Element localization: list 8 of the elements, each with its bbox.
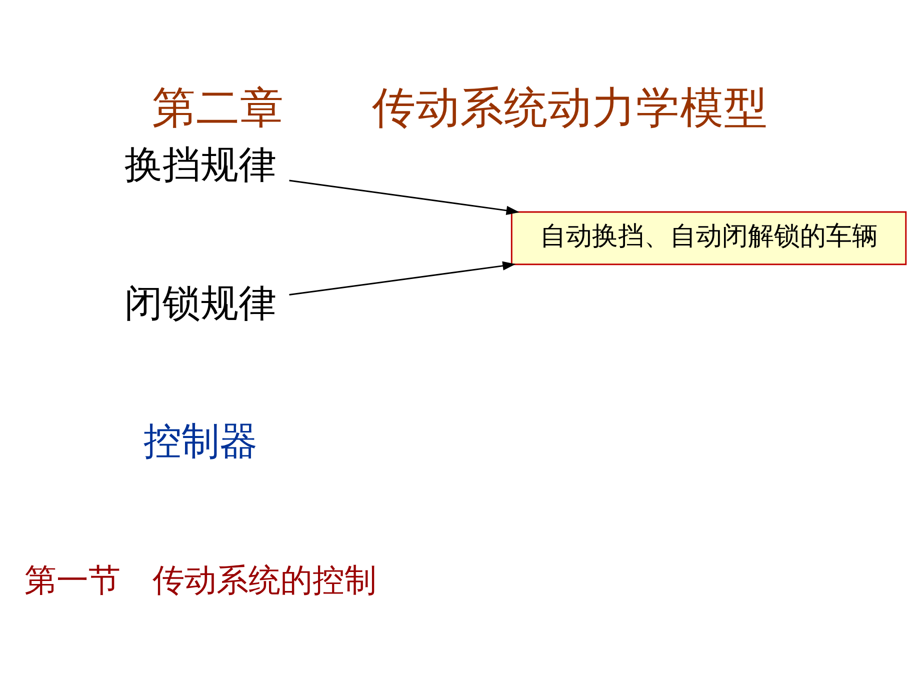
label: 第一节 传动系统的控制 xyxy=(24,560,376,599)
arrow xyxy=(289,260,516,295)
node-text: 换挡规律 xyxy=(124,142,276,186)
arrow xyxy=(289,179,520,214)
diagram-title: 第二章 传动系统动力学模型 xyxy=(152,82,768,134)
node-box: 自动换挡、自动闭解锁的车辆 xyxy=(510,210,907,265)
node-text: 闭锁规律 xyxy=(124,280,276,324)
label: 控制器 xyxy=(143,418,258,462)
